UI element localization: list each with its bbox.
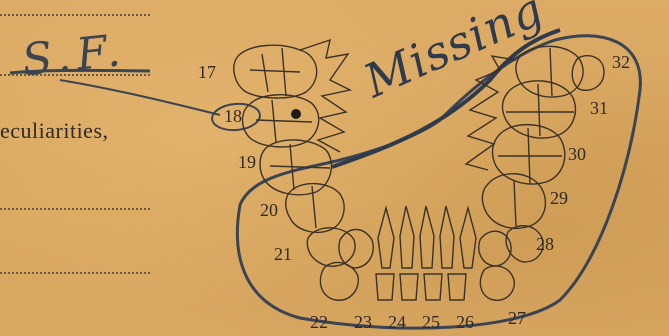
tooth-number: 26 <box>456 312 474 333</box>
tooth-number: 32 <box>612 52 630 73</box>
tooth-number: 30 <box>568 144 586 165</box>
tooth-number: 25 <box>422 312 440 333</box>
tooth-number: 20 <box>260 200 278 221</box>
tooth-number: 22 <box>310 312 328 333</box>
tooth-number: 19 <box>238 152 256 173</box>
tooth-number: 21 <box>274 244 292 265</box>
tooth-number: 23 <box>354 312 372 333</box>
pointer-line <box>60 80 220 115</box>
tooth-number: 27 <box>508 308 526 329</box>
tooth-number: 28 <box>536 234 554 255</box>
tooth-number: 24 <box>388 312 406 333</box>
tooth-number: 31 <box>590 98 608 119</box>
incisor-group <box>320 206 514 300</box>
ink-spot <box>291 109 301 119</box>
tooth-number: 29 <box>550 188 568 209</box>
tooth-number: 18 <box>224 106 242 127</box>
tooth-number: 17 <box>198 62 216 83</box>
handwritten-initials: S.F. <box>20 25 129 87</box>
